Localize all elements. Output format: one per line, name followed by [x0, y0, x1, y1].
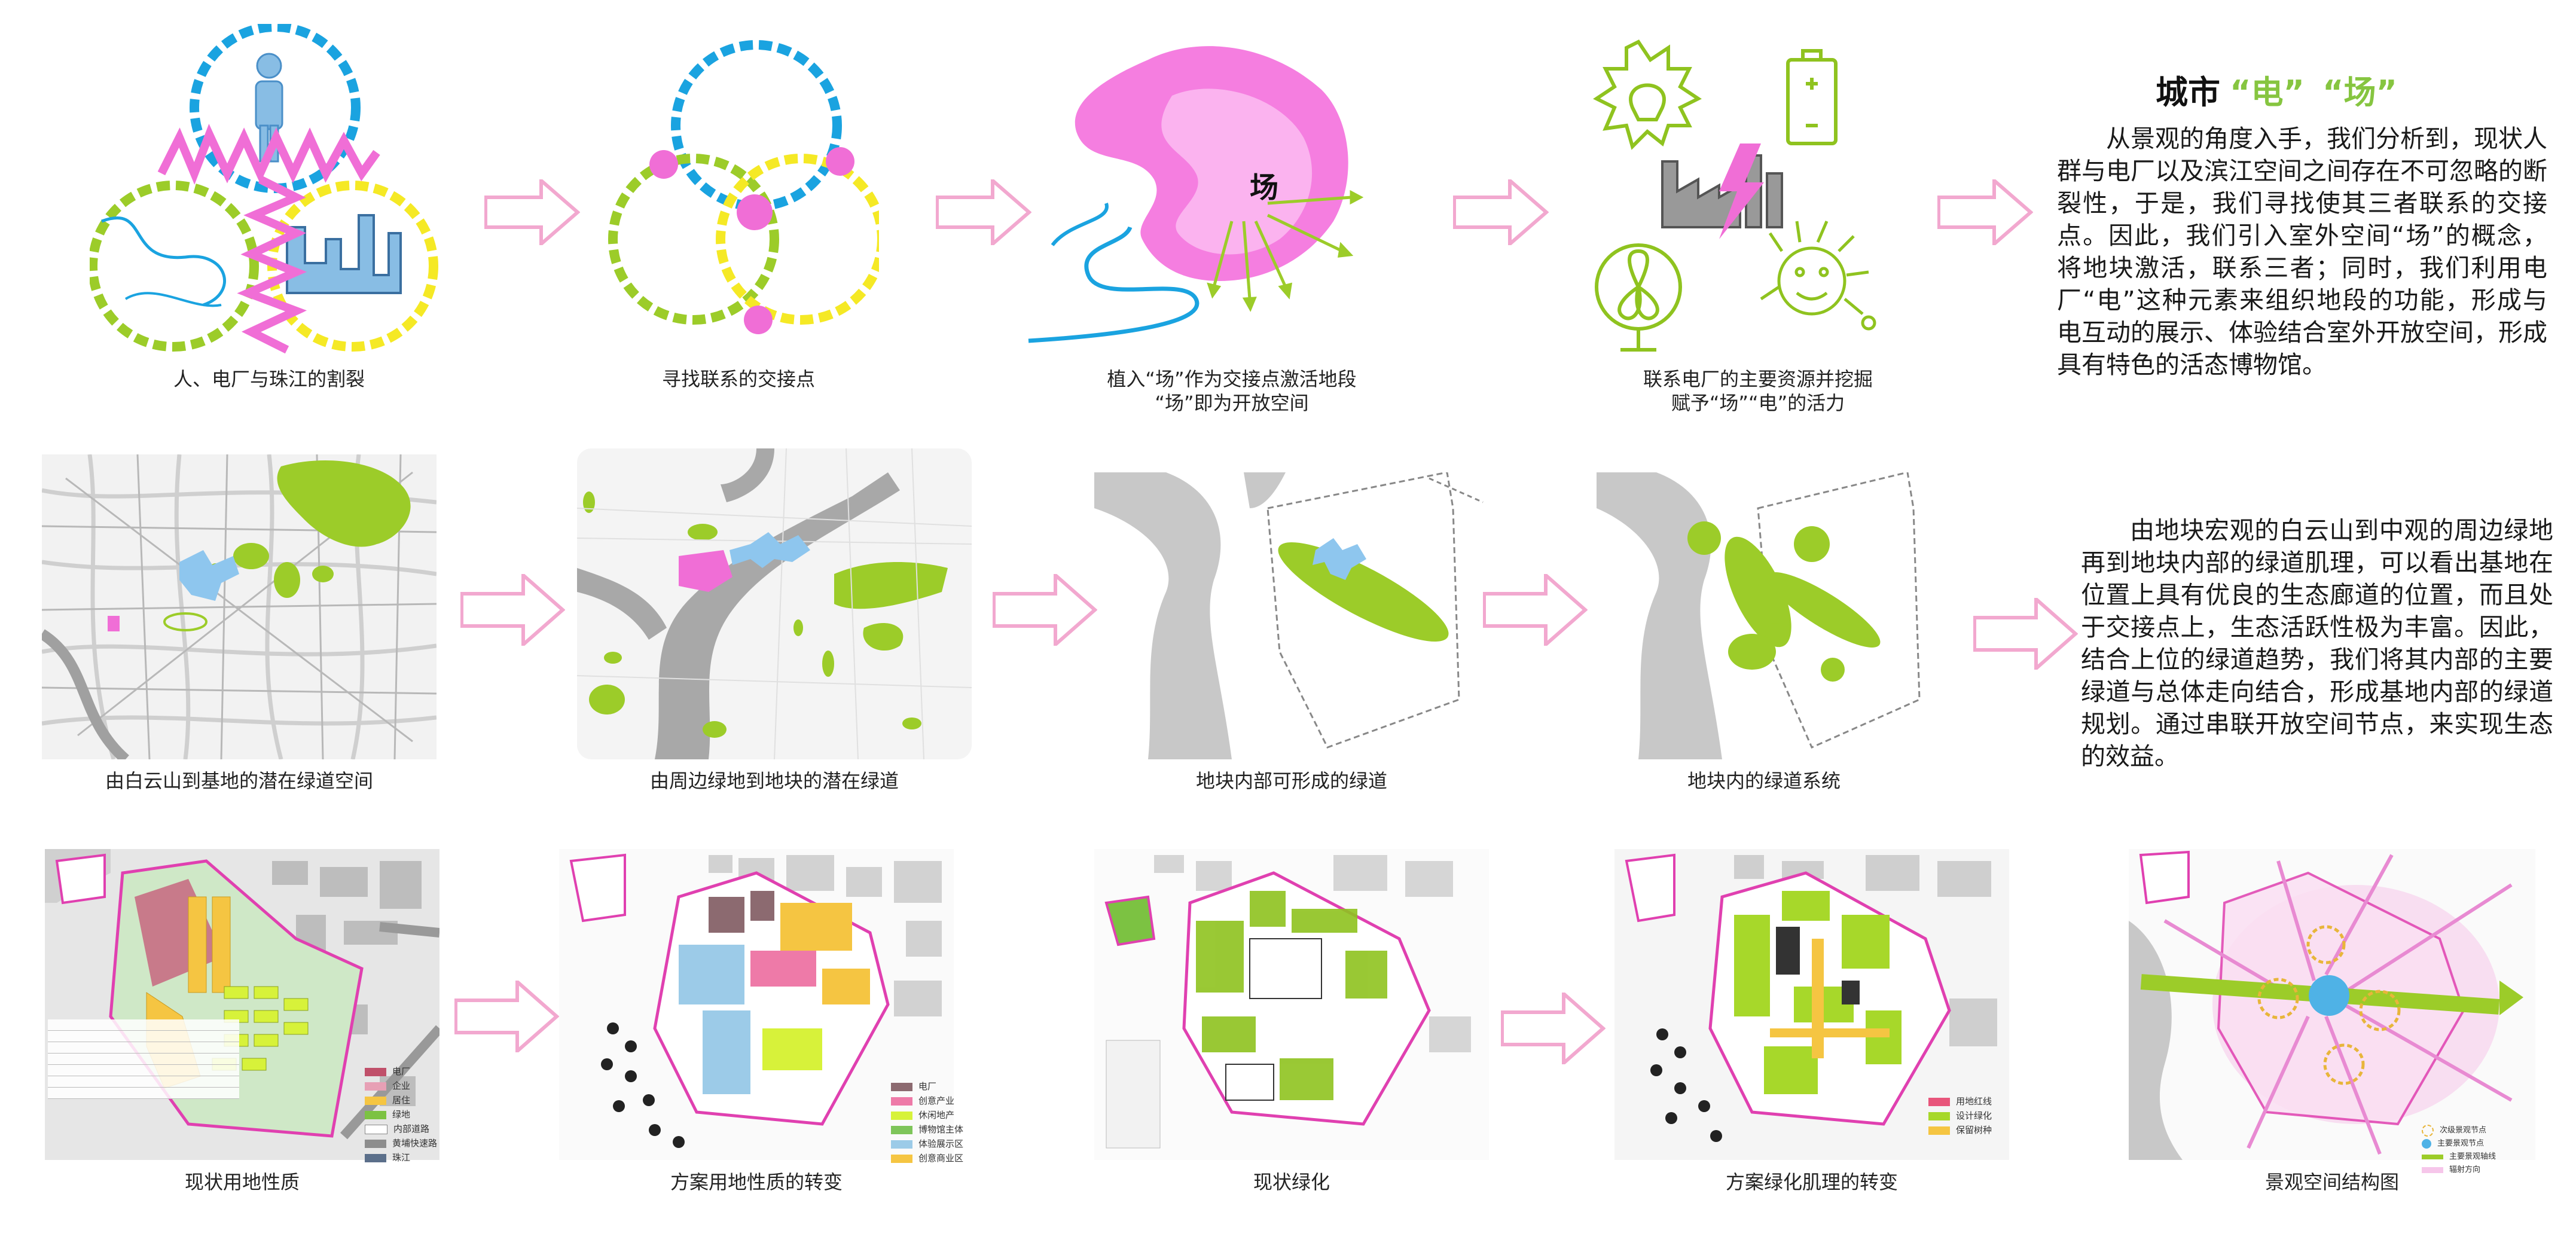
legend-item: 保留树种 — [1928, 1123, 1992, 1137]
legend-item: 绿地 — [365, 1107, 437, 1122]
disconnection-diagram — [90, 24, 438, 354]
lightning-icon — [1719, 143, 1764, 239]
legend-current-landuse: 电厂 企业 居住 绿地 内部道路 黄埔快速路 珠江 — [365, 1064, 437, 1165]
legend-item: 电厂 — [891, 1079, 963, 1094]
sun-face-icon — [1760, 221, 1876, 331]
resources-diagram — [1593, 39, 1876, 352]
surrounding-greenway-map — [577, 448, 972, 759]
caption-proposed-greening: 方案绿化肌理的转变 — [1725, 1171, 1898, 1193]
legend-item: 内部道路 — [365, 1122, 437, 1136]
lightbulb-icon — [1593, 39, 1702, 150]
legend-proposed-landuse: 电厂 创意产业 休闲地产 博物馆主体 体验展示区 创意商业区 — [891, 1079, 963, 1165]
legend-item: 企业 — [365, 1079, 437, 1093]
landscape-structure-map — [2129, 849, 2535, 1160]
caption-field-1: 植入“场”作为交接点激活地段 — [1107, 368, 1357, 390]
caption-resources-2: 赋予“场”“电”的活力 — [1671, 392, 1845, 414]
greenway-system — [1687, 521, 1881, 682]
caption-current-landuse: 现状用地性质 — [184, 1171, 300, 1193]
baiyun-greenway-map — [42, 454, 437, 759]
legend-proposed-greening: 用地红线 设计绿化 保留树种 — [1928, 1094, 1992, 1137]
zigzag-top — [157, 124, 380, 185]
factory-icon — [286, 214, 402, 294]
legend-item: 设计绿化 — [1928, 1109, 1992, 1123]
greenway-paragraph: 由地块宏观的白云山到中观的周边绿地再到地块内部的绿道肌理，可以看出基地在位置上具… — [2081, 516, 2553, 771]
legend-item: 用地红线 — [1928, 1094, 1992, 1109]
legend-item: 辐射方向 — [2422, 1164, 2496, 1177]
arrow-icon — [454, 981, 559, 1052]
caption-current-greening: 现状绿化 — [1253, 1171, 1330, 1193]
title-prefix: 城市 — [2156, 74, 2220, 111]
legend-item: 主要景观节点 — [2422, 1137, 2496, 1150]
arrow-icon — [1973, 598, 2078, 670]
legend-item: 体验展示区 — [891, 1137, 963, 1151]
title-dian: “电” — [2230, 74, 2305, 111]
legend-item: 创意产业 — [891, 1094, 963, 1108]
caption-field-2: “场”即为开放空间 — [1155, 392, 1309, 414]
greenway-system-map — [1597, 472, 1921, 759]
factory-icon — [1661, 154, 1783, 228]
field-diagram: 场 — [1028, 46, 1364, 343]
legend-item: 创意商业区 — [891, 1151, 963, 1165]
greenway-arrow — [179, 550, 239, 601]
field-char: 场 — [1250, 171, 1278, 204]
caption-disconnection: 人、电厂与珠江的割裂 — [173, 368, 365, 390]
main-node — [2309, 975, 2349, 1016]
legend-item: 次级景观节点 — [2422, 1124, 2496, 1137]
intro-paragraph: 从景观的角度入手，我们分析到，现状人群与电厂以及滨江空间之间存在不可忽略的断裂性… — [2057, 124, 2547, 379]
radiating-arrows — [1207, 190, 1364, 312]
intersection-dots — [649, 147, 854, 334]
arrow-icon — [936, 179, 1031, 245]
legend-item: 电厂 — [365, 1064, 437, 1079]
legend-item: 博物馆主体 — [891, 1122, 963, 1137]
caption-resources-1: 联系电厂的主要资源并挖掘 — [1643, 368, 1873, 390]
proposed-greening-map — [1614, 849, 2009, 1160]
intersection-diagram — [608, 40, 879, 334]
arrow-icon — [1937, 179, 2033, 245]
arrow-icon — [1453, 179, 1549, 245]
greenway-arrow — [730, 532, 810, 568]
river-lines — [101, 216, 227, 307]
caption-system: 地块内的绿道系统 — [1687, 770, 1841, 792]
arrow-icon — [993, 574, 1097, 646]
greenway-arrow — [1313, 538, 1366, 580]
caption-proposed-landuse: 方案用地性质的转变 — [670, 1171, 843, 1193]
battery-icon — [1786, 49, 1838, 145]
river-curve — [1028, 226, 1200, 343]
landuse-stats-table — [48, 1019, 239, 1099]
arrow-icon — [484, 179, 580, 245]
arrow-icon — [1483, 574, 1588, 646]
caption-baiyun: 由白云山到基地的潜在绿道空间 — [105, 770, 373, 792]
legend-item: 休闲地产 — [891, 1108, 963, 1122]
site-marker — [108, 616, 120, 631]
baiyun-mountain — [277, 460, 411, 547]
legend-landscape-structure: 次级景观节点 主要景观节点 主要景观轴线 辐射方向 — [2422, 1124, 2496, 1177]
fan-icon — [1595, 243, 1682, 352]
legend-item: 珠江 — [365, 1150, 437, 1165]
secondary-nodes — [2257, 925, 2401, 1085]
legend-item: 主要景观轴线 — [2422, 1150, 2496, 1164]
proposed-landuse-map — [559, 849, 954, 1160]
internal-greenway-map — [1094, 472, 1484, 759]
title-chang: “场” — [2322, 74, 2397, 111]
site-marker — [679, 550, 732, 592]
city-field-title: 城市 “电” “场” — [2156, 66, 2397, 113]
current-greening-map — [1094, 849, 1489, 1160]
zigzag-vertical — [237, 175, 307, 354]
greenway-ellipse — [1278, 542, 1449, 642]
legend-item: 居住 — [365, 1093, 437, 1107]
arrow-icon — [460, 574, 565, 646]
caption-surrounding: 由周边绿地到地块的潜在绿道 — [649, 770, 899, 792]
arrow-icon — [1501, 993, 1606, 1064]
legend-item: 黄埔快速路 — [365, 1136, 437, 1150]
caption-landscape-structure: 景观空间结构图 — [2264, 1171, 2399, 1193]
caption-internal: 地块内部可形成的绿道 — [1195, 770, 1387, 792]
caption-intersection: 寻找联系的交接点 — [661, 368, 815, 390]
river-circle — [90, 181, 259, 352]
